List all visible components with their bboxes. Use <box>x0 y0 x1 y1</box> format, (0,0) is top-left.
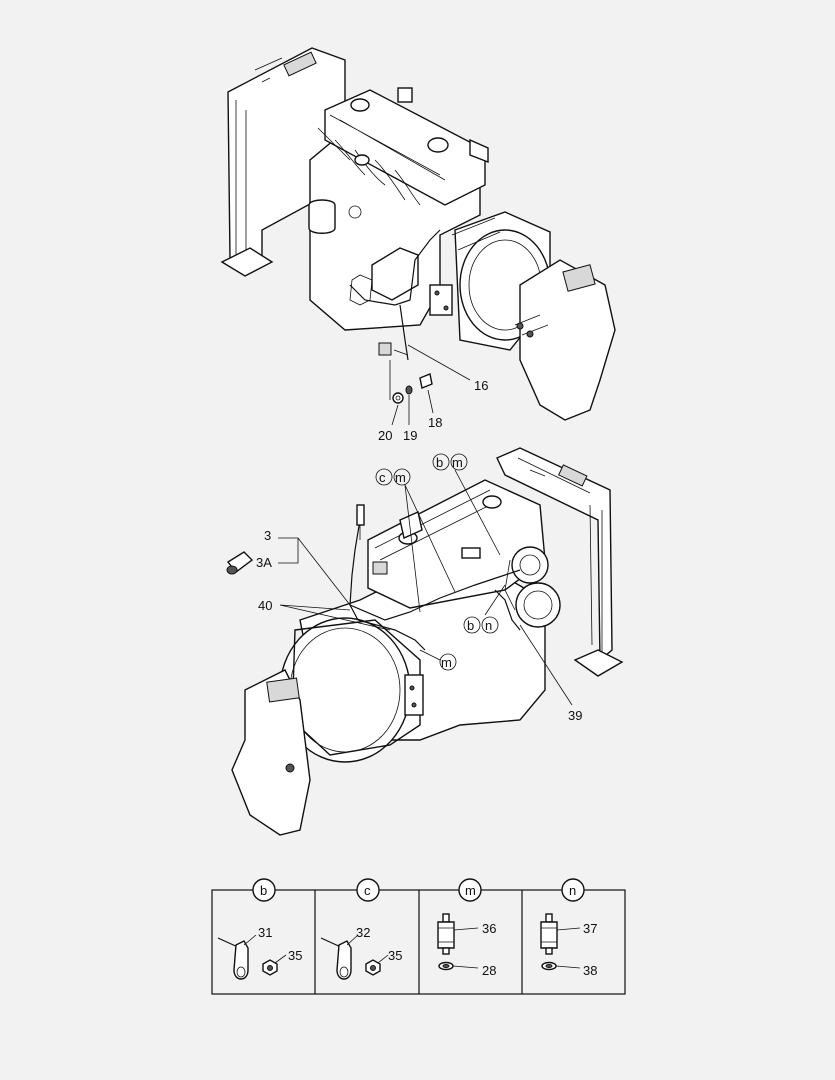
detail-panel-n: n 37 38 <box>540 878 597 978</box>
ref-c-m: c m <box>375 468 411 486</box>
top-engine-block <box>308 87 616 421</box>
detail-n-item-38: 38 <box>583 963 597 978</box>
detail-m-key: m <box>465 883 476 898</box>
callout-3A: 3A <box>256 555 272 570</box>
detail-n-key: n <box>569 883 576 898</box>
callout-40: 40 <box>258 598 272 613</box>
ref-b-n-letter-n: n <box>485 618 492 633</box>
detail-panel-c: c 32 35 <box>320 878 402 980</box>
top-engine-assembly: 16 20 19 18 <box>220 47 616 443</box>
bottom-engine-assembly: 3 3A 40 39 c m b m b n m <box>226 447 624 836</box>
top-hardware <box>389 344 471 426</box>
ref-b-n-letter-b: b <box>467 618 474 633</box>
callout-16: 16 <box>474 378 488 393</box>
callout-3: 3 <box>264 528 271 543</box>
detail-b-item-35: 35 <box>288 948 302 963</box>
detail-m-item-36: 36 <box>482 921 496 936</box>
ref-m: m <box>439 653 457 671</box>
callout-39: 39 <box>568 708 582 723</box>
detail-c-key: c <box>364 883 371 898</box>
bottom-radiator <box>496 447 624 677</box>
sensor-3A <box>226 537 351 606</box>
detail-panel-b: b 31 35 <box>217 878 302 980</box>
callout-18: 18 <box>428 415 442 430</box>
ref-b-m-letter-m: m <box>452 455 463 470</box>
ref-c-m-letter-m: m <box>395 470 406 485</box>
detail-b-item-31: 31 <box>258 925 272 940</box>
detail-panel-m: m 36 28 <box>437 878 496 978</box>
bottom-engine-block <box>231 479 561 836</box>
callout-20: 20 <box>378 428 392 443</box>
detail-c-item-35: 35 <box>388 948 402 963</box>
detail-c-item-32: 32 <box>356 925 370 940</box>
detail-m-item-28: 28 <box>482 963 496 978</box>
ref-m-letter: m <box>441 655 452 670</box>
ref-b-n: b n <box>463 616 499 634</box>
ref-b-m-letter-b: b <box>436 455 443 470</box>
ref-b-m: b m <box>432 453 468 471</box>
detail-table: b 31 35 c 32 35 m <box>211 878 626 995</box>
ref-c-m-letter-c: c <box>379 470 386 485</box>
top-radiator <box>220 47 346 277</box>
detail-b-key: b <box>260 883 267 898</box>
callout-19: 19 <box>403 428 417 443</box>
detail-n-item-37: 37 <box>583 921 597 936</box>
